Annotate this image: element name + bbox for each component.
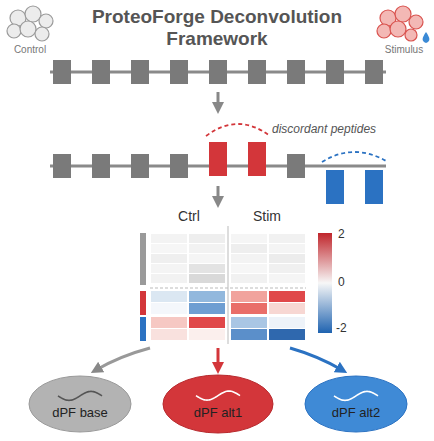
control-cells — [7, 6, 53, 41]
column-header: Ctrl — [178, 208, 200, 224]
heatmap-cell — [189, 303, 225, 314]
discordant-peptides-up — [209, 142, 266, 176]
blue-dashed-arc — [322, 152, 388, 162]
group-bar-red — [140, 291, 146, 315]
heatmap-cell — [231, 291, 267, 302]
flow-arrow — [217, 186, 220, 202]
heatmap-cell — [231, 254, 267, 263]
heatmap-cell — [269, 254, 305, 263]
node-label: dPF alt1 — [162, 405, 274, 420]
heatmap-cell — [189, 317, 225, 328]
heatmap-cell — [189, 329, 225, 340]
heatmap-cell — [231, 234, 267, 243]
colorbar-tick: 2 — [338, 228, 345, 242]
peptide-boxes — [53, 154, 305, 178]
group-bar-grey — [140, 233, 146, 285]
ellipse-shape — [163, 375, 273, 433]
group-bar-blue — [140, 317, 146, 341]
heatmap-cell — [151, 317, 187, 328]
heatmap-cell — [189, 291, 225, 302]
annotation: discordant peptides — [272, 123, 376, 137]
heatmap-cell — [189, 274, 225, 283]
heatmap-cell — [151, 254, 187, 263]
heatmap-cell — [151, 234, 187, 243]
column-header: Stim — [253, 208, 281, 224]
heatmap-cell — [151, 291, 187, 302]
ellipse-outline — [28, 375, 132, 433]
flow-arrow — [217, 92, 220, 108]
node-label: dPF base — [28, 405, 132, 420]
heatmap-cell — [269, 303, 305, 314]
alt2-arrow — [290, 348, 342, 370]
heatmap-cell — [269, 274, 305, 283]
heatmap-cell — [231, 244, 267, 253]
condition-label: Control — [14, 44, 46, 56]
condition-divider — [228, 226, 229, 344]
ellipse-shape — [29, 376, 131, 432]
heatmap-cell — [269, 329, 305, 340]
heatmap-cell — [231, 317, 267, 328]
heatmap-cell — [151, 329, 187, 340]
heatmap-cell — [231, 264, 267, 273]
heatmap-cell — [189, 244, 225, 253]
heatmap-cell — [269, 244, 305, 253]
output-ellipse: dPF alt1 — [162, 374, 274, 434]
heatmap-cell — [151, 274, 187, 283]
heatmap-cell — [269, 291, 305, 302]
heatmap-cell — [231, 274, 267, 283]
condition-label: Stimulus — [385, 44, 423, 56]
peptide-boxes — [53, 60, 383, 84]
heatmap-cell — [189, 254, 225, 263]
stimulus-cells — [377, 6, 423, 41]
signal-wave — [334, 391, 378, 400]
colorbar-tick: -2 — [336, 322, 347, 336]
base-arrow — [96, 348, 150, 370]
heatmap-cell — [269, 317, 305, 328]
ellipse-outline — [304, 375, 408, 433]
signal-wave — [196, 391, 240, 400]
heatmap-cell — [151, 264, 187, 273]
red-dashed-arc — [206, 124, 270, 136]
output-ellipse: dPF alt2 — [304, 375, 408, 433]
title: ProteoForge Deconvolution Framework — [72, 6, 362, 50]
alt1-arrow — [217, 348, 220, 368]
stimulus-drop — [423, 32, 430, 43]
heatmap-cell — [231, 329, 267, 340]
heatmap-cell — [269, 234, 305, 243]
ellipse-outline — [162, 374, 274, 434]
heatmap-cell — [151, 303, 187, 314]
signal-wave — [58, 391, 102, 400]
output-ellipse: dPF base — [28, 375, 132, 433]
heatmap-cell — [151, 244, 187, 253]
discordant-peptides-down — [326, 170, 383, 204]
node-label: dPF alt2 — [304, 405, 408, 420]
ellipse-shape — [305, 376, 407, 432]
colorbar-tick: 0 — [338, 276, 345, 290]
heatmap-cell — [189, 234, 225, 243]
colorbar — [318, 233, 332, 333]
heatmap-cell — [231, 303, 267, 314]
heatmap-cell — [189, 264, 225, 273]
heatmap-cell — [269, 264, 305, 273]
